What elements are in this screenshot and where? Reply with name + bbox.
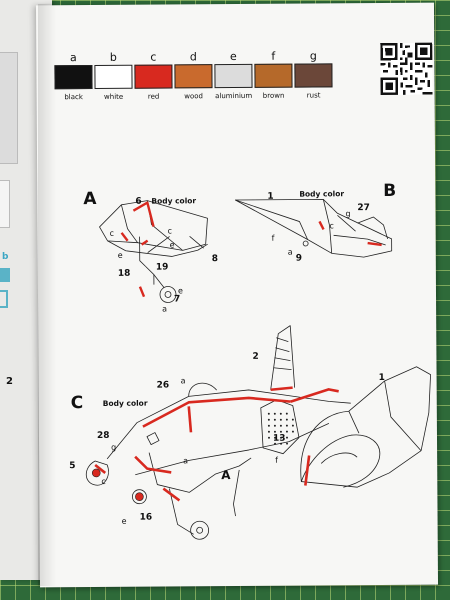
qr-code-icon xyxy=(380,42,433,95)
left-page-teal-mark xyxy=(0,268,10,282)
callout-c-26: 26 xyxy=(156,380,170,391)
callout-b-a: a xyxy=(287,247,293,257)
callout-a-18: 18 xyxy=(117,268,131,279)
callout-a-e2: e xyxy=(169,240,175,250)
assembly-c-fuselage xyxy=(85,325,431,540)
callout-a-c2: c xyxy=(167,226,172,236)
callout-a-7: 7 xyxy=(173,294,181,305)
callout-c-e: e xyxy=(121,516,127,526)
assembly-diagrams xyxy=(85,198,431,540)
callout-b-1: 1 xyxy=(267,191,274,202)
callout-c-5: 5 xyxy=(69,461,76,472)
callout-a-6: 6 xyxy=(135,196,142,207)
callout-c-c: c xyxy=(101,476,106,486)
page-fold-shadow xyxy=(38,4,56,586)
instruction-sheet: a black b white c red d wood e aluminium… xyxy=(35,2,439,588)
left-page-teal-bracket xyxy=(0,290,8,308)
callout-a-e1: e xyxy=(117,250,123,260)
section-label-b: B xyxy=(383,180,397,201)
callout-c-28: 28 xyxy=(96,430,110,441)
callout-b-c: c xyxy=(329,221,334,231)
callout-b-27: 27 xyxy=(357,203,370,214)
callout-c-body-color: Body color xyxy=(102,398,148,408)
callout-c-1: 1 xyxy=(378,372,385,384)
callout-c-ref-a: A xyxy=(221,468,231,483)
callout-c-a1: a xyxy=(180,376,186,386)
callout-c-16: 16 xyxy=(139,512,153,523)
armour-plate-holes xyxy=(267,412,294,445)
callout-a-8: 8 xyxy=(211,254,219,265)
callout-a-19: 19 xyxy=(155,262,169,273)
section-label-c: C xyxy=(70,393,84,414)
callout-b-body-color: Body color xyxy=(299,189,345,199)
callout-a-c1: c xyxy=(109,228,115,238)
callout-a-a: a xyxy=(162,304,168,314)
left-page-b-label: b xyxy=(2,252,9,262)
left-page-box-small xyxy=(0,180,10,228)
callout-b-9: 9 xyxy=(295,253,303,264)
callout-b-f: f xyxy=(271,233,275,243)
assembly-b-side-panel xyxy=(234,198,393,258)
callout-b-g: g xyxy=(345,209,351,219)
callout-c-13: 13 xyxy=(272,433,286,444)
assembly-a-cockpit-tub xyxy=(99,200,208,303)
callout-c-f: f xyxy=(275,455,279,465)
left-page-box xyxy=(0,52,18,164)
callout-c-2: 2 xyxy=(252,351,259,362)
callout-a-body-color: Body color xyxy=(151,196,197,206)
callout-c-a2: a xyxy=(183,456,189,466)
left-page-number: 2 xyxy=(6,376,13,387)
section-label-a: A xyxy=(83,188,97,210)
callout-c-g: g xyxy=(111,442,117,452)
